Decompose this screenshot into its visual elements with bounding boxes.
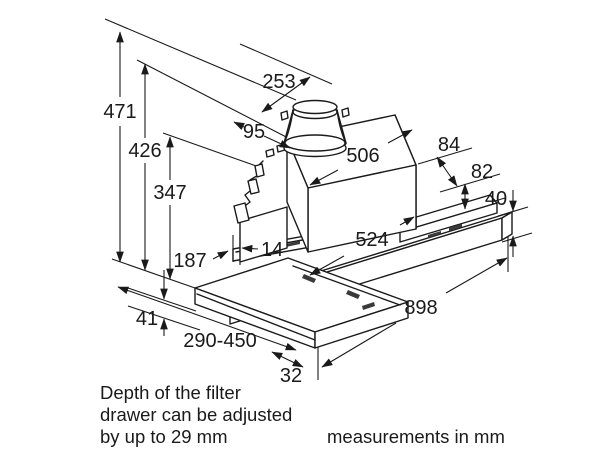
dim-290-450-label: 290-450	[183, 330, 256, 352]
dim-471-label: 471	[103, 101, 136, 123]
dimension-rear-ledge-height: 82	[461, 161, 493, 210]
spring-clip	[233, 160, 265, 224]
dim-82-label: 82	[471, 161, 493, 183]
dimension-visor-height: 41	[136, 270, 168, 336]
dimension-canopy-thickness: 40	[485, 188, 517, 257]
dimension-body-width: 506	[309, 129, 413, 186]
dimension-frame-width: 524	[309, 216, 415, 276]
dim-95-label: 95	[243, 121, 265, 143]
dimension-frame-offset: 14	[241, 239, 283, 261]
dimension-duct-depth: 253	[261, 71, 311, 113]
dim-506-label: 506	[346, 145, 379, 167]
dim-40-label: 40	[485, 188, 507, 210]
dim-253-label: 253	[262, 71, 295, 93]
body-box	[265, 114, 417, 253]
note-line-1: Depth of the filter	[100, 382, 241, 403]
units-footer: measurements in mm	[327, 426, 505, 447]
dim-84-label: 84	[438, 134, 460, 156]
dimension-edge-offset: 32	[271, 351, 304, 387]
dim-187-label: 187	[173, 250, 206, 272]
dimension-pullout-range: 290-450	[117, 286, 297, 352]
dimension-total-width: 898	[321, 257, 508, 368]
duct-collar	[280, 99, 350, 158]
dimension-height-total: 471	[103, 31, 137, 263]
dim-898-label: 898	[404, 297, 437, 319]
dimension-duct-offset: 95	[233, 121, 291, 149]
note-line-2: drawer can be adjusted	[100, 404, 292, 425]
dim-41-label: 41	[136, 308, 158, 330]
dim-524-label: 524	[355, 229, 388, 251]
dim-14-label: 14	[261, 239, 283, 261]
dimension-height-body: 347	[153, 136, 187, 280]
dimension-drawer-front-height: 187	[173, 250, 229, 272]
dim-426-label: 426	[128, 140, 161, 162]
dim-347-label: 347	[153, 182, 186, 204]
note-line-3: by up to 29 mm	[100, 426, 228, 447]
dimension-height-without-duct: 426	[128, 63, 162, 271]
filter-drawer	[194, 257, 409, 349]
dimension-rear-ledge-depth: 84	[436, 134, 460, 187]
dim-32-label: 32	[280, 365, 302, 387]
note-text: Depth of the filter drawer can be adjust…	[100, 382, 292, 447]
